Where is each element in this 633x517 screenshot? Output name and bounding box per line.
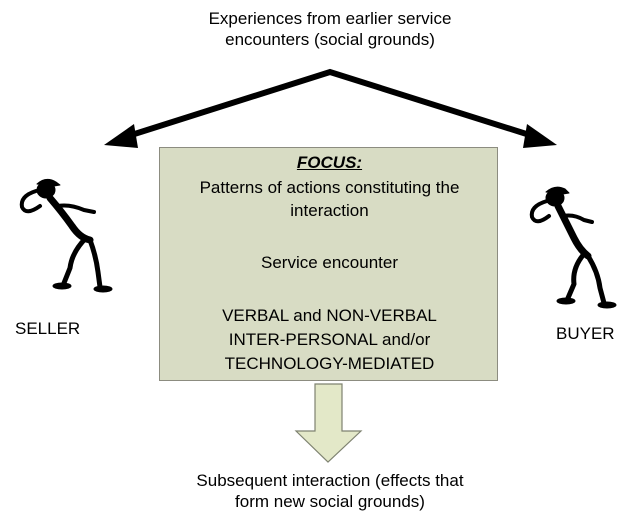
seller-label: SELLER xyxy=(15,319,81,338)
focus-box: FOCUS: Patterns of actions constituting … xyxy=(159,147,498,381)
buyer-label: BUYER xyxy=(556,324,615,343)
focus-description-line-1: Patterns of actions constituting the xyxy=(199,178,460,197)
focus-title: FOCUS: xyxy=(296,153,363,172)
top-caption-line-1: Experiences from earlier service xyxy=(208,9,452,28)
roof-arrow xyxy=(104,68,557,148)
seller-figure-icon xyxy=(19,178,113,293)
service-encounter-label: Service encounter xyxy=(260,253,399,272)
interaction-mode-2: INTER-PERSONAL and/or xyxy=(228,330,431,349)
focus-description-line-2: interaction xyxy=(290,201,369,220)
interaction-mode-3: TECHNOLOGY-MEDIATED xyxy=(224,354,435,373)
bottom-caption-line-2: form new social grounds) xyxy=(235,492,425,511)
interaction-modes: VERBAL and NON-VERBAL INTER-PERSONAL and… xyxy=(160,304,499,376)
down-block-arrow-icon xyxy=(294,383,363,463)
interaction-mode-1: VERBAL and NON-VERBAL xyxy=(222,306,437,325)
top-caption: Experiences from earlier service encount… xyxy=(140,8,520,50)
focus-description: Patterns of actions constituting the int… xyxy=(160,176,499,222)
bottom-caption: Subsequent interaction (effects that for… xyxy=(120,470,540,512)
bottom-caption-line-1: Subsequent interaction (effects that xyxy=(196,471,464,490)
roof-arrowhead-left xyxy=(104,124,138,148)
top-caption-line-2: encounters (social grounds) xyxy=(225,30,435,49)
roof-arrowhead-right xyxy=(523,124,557,148)
buyer-figure-icon xyxy=(529,186,617,309)
